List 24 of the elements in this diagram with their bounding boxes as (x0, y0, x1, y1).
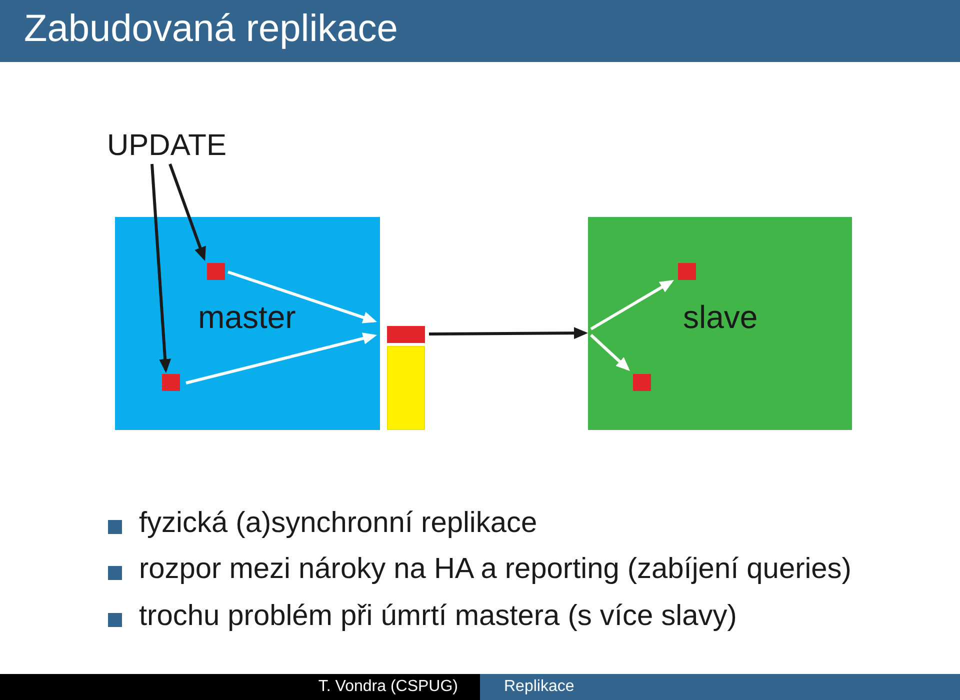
arrow (168, 164, 206, 261)
footer-text: T. Vondra (CSPUG) (318, 679, 458, 695)
record-block (633, 374, 651, 391)
record-block (678, 263, 696, 280)
trigger-label: UPDATE (107, 131, 226, 161)
record-block (162, 374, 180, 391)
bullet-text: trochu problém při úmrtí mastera (s více slavy) (139, 602, 737, 631)
arrow (429, 327, 588, 340)
bullet-text: rozpor mezi nároky na HA a reporting (zabíjení queries) (139, 555, 852, 584)
server-box (588, 217, 852, 430)
record-block (387, 326, 425, 343)
server-box (115, 217, 380, 430)
arrow (590, 280, 674, 330)
box-label: master (198, 301, 296, 333)
arrow (228, 270, 377, 324)
slide-title: Zabudovaná replikace (24, 10, 398, 48)
arrow (590, 334, 630, 371)
arrow (186, 332, 377, 384)
log-bar (387, 346, 425, 430)
box-label: slave (683, 301, 758, 333)
bullet-text: fyzická (a)synchronní replikace (139, 509, 538, 538)
footer-text: Replikace (504, 679, 574, 695)
record-block (207, 263, 225, 280)
arrow (150, 164, 172, 373)
